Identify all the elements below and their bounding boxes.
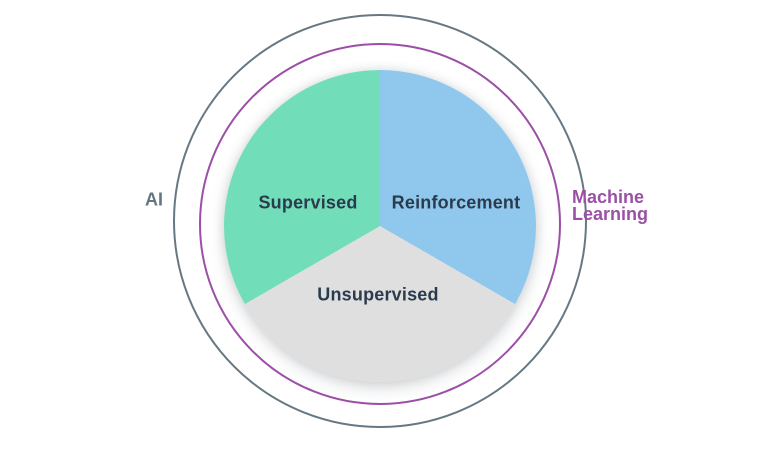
pie-segment-label-reinforcement: Reinforcement — [391, 192, 521, 213]
machine-learning-label-line2: Learning — [572, 204, 649, 224]
machine-learning-label: Machine Learning — [572, 187, 649, 224]
pie-segment-label-unsupervised: Unsupervised — [317, 284, 439, 305]
ai-circle — [173, 14, 587, 428]
pie-chart — [224, 70, 536, 382]
machine-learning-circle — [199, 43, 561, 405]
machine-learning-label-line1: Machine — [572, 187, 645, 207]
pie-segment-label-supervised: Supervised — [258, 192, 358, 213]
ai-label: AI — [145, 189, 163, 210]
